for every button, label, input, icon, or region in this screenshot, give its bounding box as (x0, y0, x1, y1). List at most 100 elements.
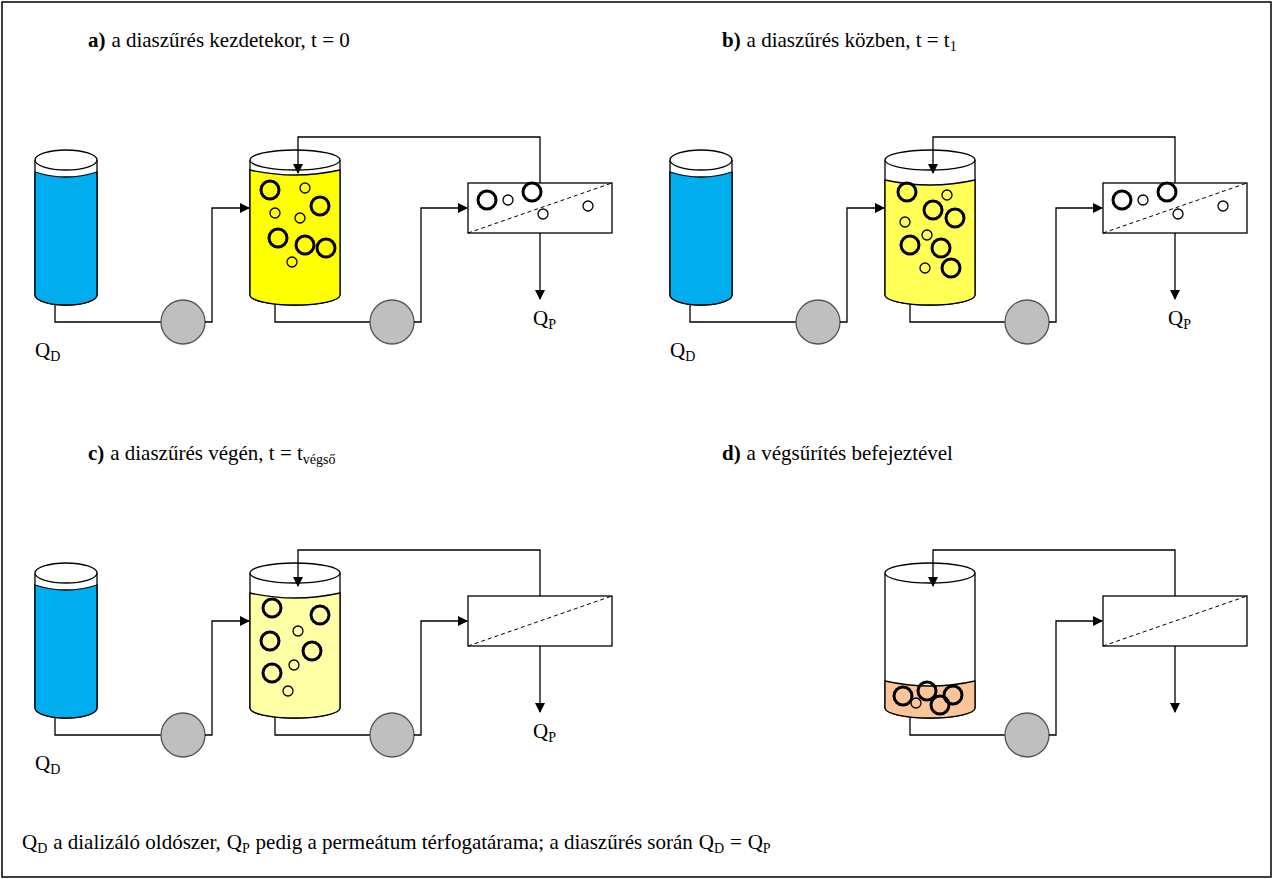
feed-tank-top (250, 150, 340, 170)
panel-letter: a) (88, 28, 106, 52)
molecule (894, 687, 912, 705)
feed-tank-top (250, 563, 340, 583)
panel (885, 550, 1247, 757)
label: a diaszűrés közben, t = t (747, 28, 950, 52)
feed-tank-liquid (250, 170, 340, 305)
molecule (283, 686, 293, 696)
pipe (55, 305, 161, 322)
molecule (317, 239, 335, 257)
flow-arrow (414, 208, 467, 322)
flow-arrow (840, 208, 884, 322)
subscript: P (1183, 317, 1191, 332)
pipe (275, 718, 370, 735)
label: Q (35, 338, 50, 362)
label: Q (22, 830, 37, 854)
text-line: c)a diaszűrés végén, t = tvégső (88, 441, 335, 469)
label: Q (227, 830, 242, 854)
molecule (898, 183, 916, 201)
panel-letter: c) (88, 441, 104, 465)
molecule (901, 236, 919, 254)
label: a dializáló oldószer, (53, 830, 221, 854)
text-line: QD (670, 338, 695, 366)
subscript: D (714, 841, 724, 856)
molecule (270, 208, 280, 218)
pump (161, 300, 205, 344)
molecule (261, 632, 279, 650)
molecule (538, 209, 548, 219)
molecule (503, 195, 513, 205)
solvent-tank-body (35, 160, 97, 305)
molecule (296, 236, 314, 254)
molecule (293, 626, 303, 636)
pump (796, 300, 840, 344)
molecule (289, 660, 299, 670)
feed-tank-top (885, 563, 975, 583)
panel (35, 550, 612, 757)
label: = (730, 830, 742, 854)
molecule (300, 183, 310, 193)
molecule (1218, 201, 1228, 211)
pump (161, 713, 205, 757)
flow-arrow (539, 646, 540, 712)
molecule (942, 190, 952, 200)
solvent-tank-body (35, 573, 97, 718)
membrane (468, 183, 612, 233)
subscript: D (50, 762, 60, 777)
flow-arrow (298, 550, 540, 596)
pump (370, 300, 414, 344)
subscript: P (548, 730, 556, 745)
membrane-module (468, 183, 612, 233)
text-line: b)a diaszűrés közben, t = t1 (722, 28, 957, 56)
membrane (1103, 596, 1247, 646)
text-line: QDa dializáló oldószer,QPpedig a permeát… (22, 830, 771, 858)
subscript: D (685, 349, 695, 364)
flow-arrow (1174, 233, 1175, 299)
panel (670, 137, 1247, 344)
text-line: QP (1168, 306, 1191, 334)
feed-tank-liquid (885, 180, 975, 305)
label: a diaszűrés végén, t = t (110, 441, 303, 465)
feed-tank-top (885, 150, 975, 170)
feed-tank-liquid (885, 681, 975, 718)
molecule (1138, 195, 1148, 205)
molecule (924, 201, 942, 219)
flow-arrow (205, 208, 249, 322)
panel (35, 137, 612, 344)
label: Q (699, 830, 714, 854)
text-line: a)a diaszűrés kezdetekor, t = 0 (88, 28, 350, 53)
subscript: P (242, 841, 250, 856)
text-line: QD (35, 338, 60, 366)
flow-arrow (414, 621, 467, 735)
molecule (920, 263, 930, 273)
solvent-tank-top (35, 563, 97, 583)
molecule (523, 183, 541, 201)
molecule (1113, 191, 1131, 209)
label: a diaszűrés kezdetekor, t = 0 (111, 28, 349, 52)
solvent-tank-top (670, 150, 732, 170)
molecule (287, 257, 297, 267)
text-line: QP (533, 719, 556, 747)
panel-letter: d) (722, 441, 741, 465)
membrane-module (468, 596, 612, 646)
pump (1005, 713, 1049, 757)
solvent-tank-liquid (670, 172, 732, 305)
flow-arrow (539, 233, 540, 299)
label: Q (670, 338, 685, 362)
molecule (263, 599, 281, 617)
label: Q (533, 719, 548, 743)
pipe (275, 305, 370, 322)
molecule (311, 606, 329, 624)
molecule (931, 696, 949, 714)
feed-tank-liquid (250, 593, 340, 718)
subscript: P (763, 841, 771, 856)
molecule (911, 698, 921, 708)
pipe (55, 718, 161, 735)
pump (1005, 300, 1049, 344)
pipe (910, 305, 1005, 322)
feed-tank-body (885, 160, 975, 305)
flow-arrow (1174, 646, 1175, 712)
label: Q (533, 306, 548, 330)
pump (370, 713, 414, 757)
label: pedig a permeátum térfogatárama; a diasz… (256, 830, 693, 854)
